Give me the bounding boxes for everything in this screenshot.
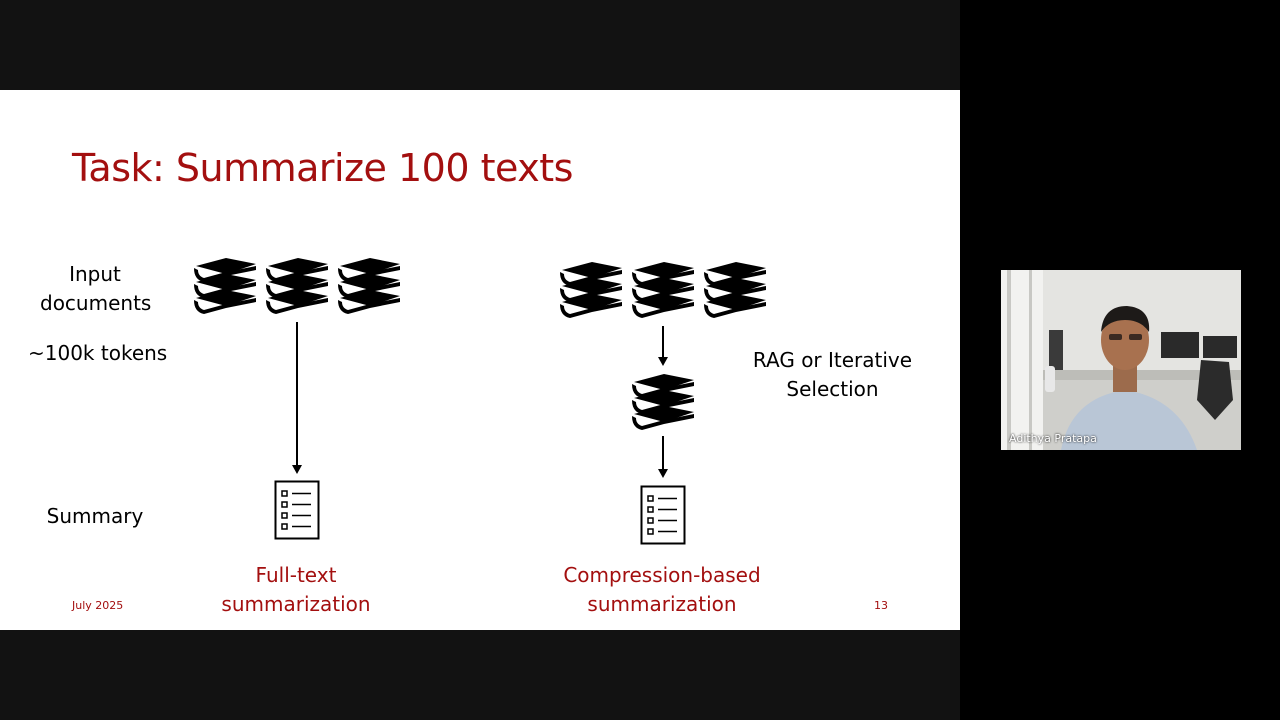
participant-video-tile[interactable]: Adithya Pratapa (1001, 270, 1241, 450)
books-icon (632, 262, 694, 318)
tokens-label: ~100k tokens (28, 341, 168, 365)
shared-screen-area: Task: Summarize 100 texts Input document… (0, 0, 960, 720)
slide-footer-date: July 2025 (72, 599, 124, 612)
rag-label-line1: RAG or Iterative (752, 348, 913, 372)
document-list-icon (274, 480, 320, 540)
compression-line1: Compression-based (563, 563, 761, 587)
presentation-slide: Task: Summarize 100 texts Input document… (0, 90, 960, 630)
rag-label-line2: Selection (786, 377, 879, 401)
books-icon (560, 262, 622, 318)
input-documents-label: Input documents (40, 260, 152, 318)
input-label-line1: Input (69, 262, 121, 286)
arrow-down-icon (658, 436, 668, 478)
arrow-down-icon (658, 326, 668, 366)
full-text-method-label: Full-text summarization (206, 561, 386, 619)
input-books-full (192, 256, 408, 316)
participant-name-label: Adithya Pratapa (1009, 432, 1097, 445)
selected-books-icon (632, 374, 694, 430)
input-label-line2: documents (40, 291, 152, 315)
participant-video-feed (1001, 270, 1241, 450)
summary-label: Summary (46, 504, 144, 528)
slide-title: Task: Summarize 100 texts (72, 146, 573, 190)
books-icon (266, 258, 328, 314)
slide-page-number: 13 (874, 599, 888, 612)
full-text-line1: Full-text (255, 563, 337, 587)
full-text-line2: summarization (221, 592, 371, 616)
arrow-down-icon (292, 322, 302, 474)
books-icon (194, 258, 256, 314)
compression-method-label: Compression-based summarization (552, 561, 772, 619)
compression-line2: summarization (587, 592, 737, 616)
rag-selection-label: RAG or Iterative Selection (740, 346, 925, 404)
books-icon (338, 258, 400, 314)
books-icon (704, 262, 766, 318)
document-list-icon (640, 485, 686, 545)
input-books-compression (558, 260, 774, 320)
